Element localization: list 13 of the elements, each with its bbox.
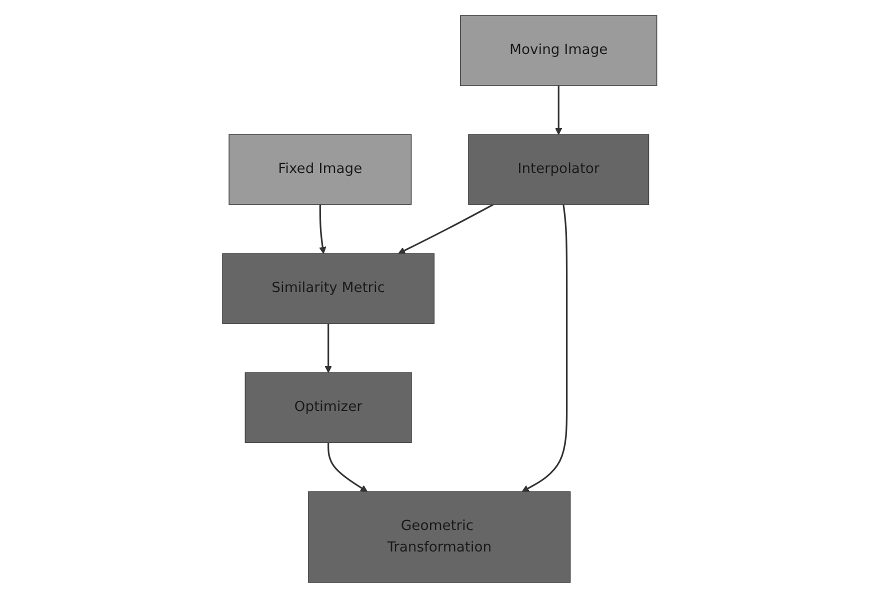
node-box (460, 14, 658, 86)
arrow (398, 203, 494, 254)
flowchart-drawing: Fixed Image Moving Image Similarity Metric Interpolator Optimizer Geometric Transformation (216, 8, 664, 588)
node-box (245, 372, 412, 442)
node-box (468, 134, 650, 204)
arrow (328, 442, 368, 492)
arrow (319, 204, 327, 254)
node-box (228, 134, 412, 204)
node-box (308, 490, 571, 582)
arrow (555, 84, 563, 134)
arrow (522, 204, 568, 492)
node-box (222, 252, 435, 324)
arrow (325, 323, 332, 372)
